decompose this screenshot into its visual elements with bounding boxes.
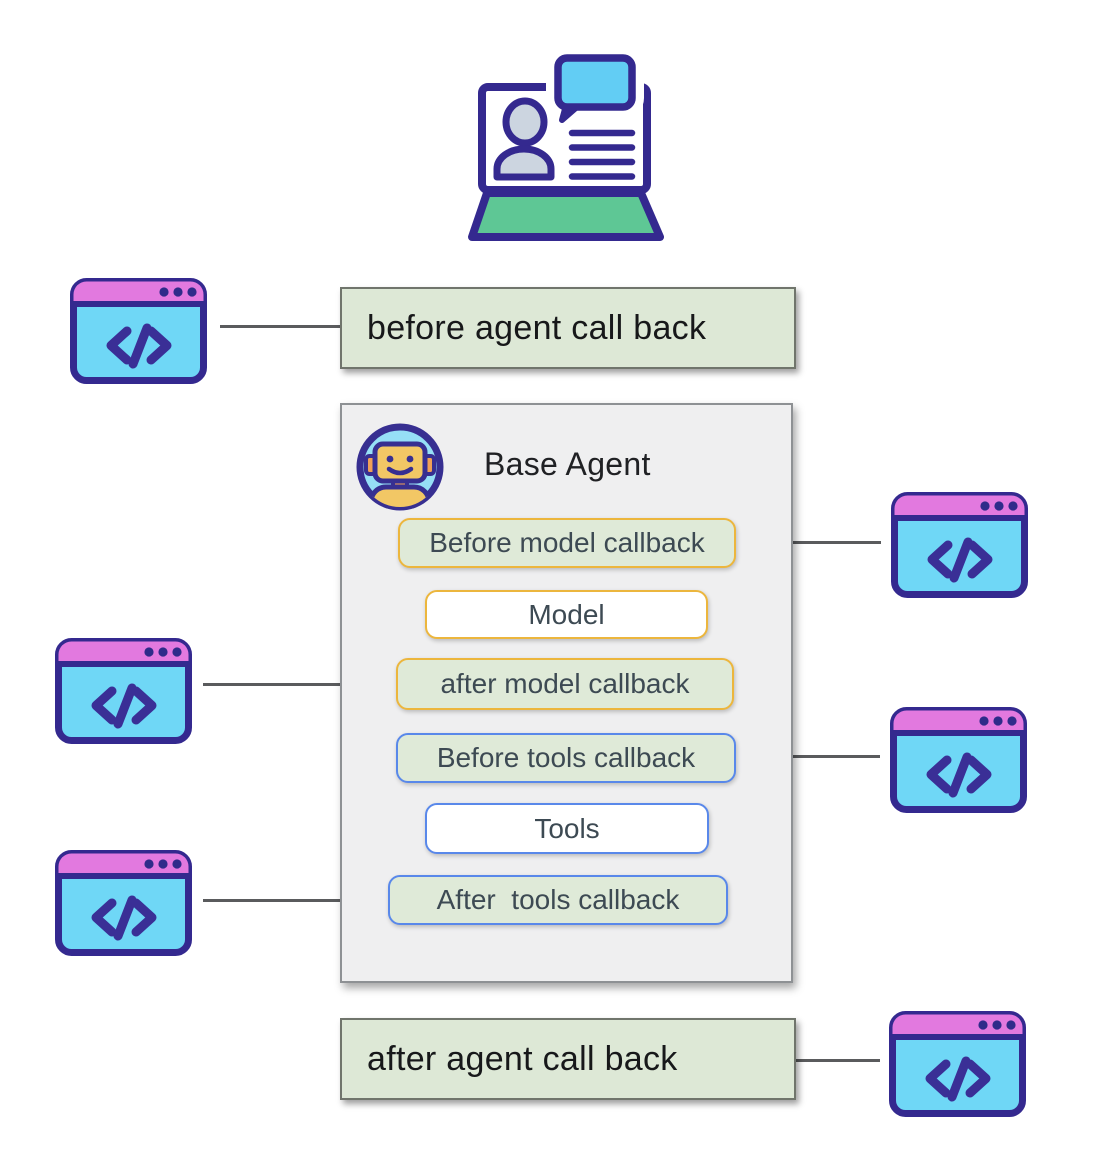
user-chat-laptop-icon xyxy=(468,46,664,241)
model-box: Model xyxy=(425,590,708,639)
code-window-svg xyxy=(55,850,192,956)
window-dots-icon xyxy=(144,647,182,657)
before-tools-callback-box: Before tools callback xyxy=(396,733,736,783)
code-window-svg xyxy=(70,278,207,384)
code-window-svg xyxy=(891,492,1028,598)
titlebar-divider xyxy=(58,661,189,667)
code-window-icon-before-model xyxy=(891,492,1028,598)
connector-line-before-model xyxy=(735,541,881,544)
code-window-icon-after-model xyxy=(55,638,192,744)
before-agent-callback-label: before agent call back xyxy=(367,308,707,347)
before-model-callback-label: Before model callback xyxy=(429,527,705,558)
code-window-icon-after-agent xyxy=(889,1011,1026,1117)
after-tools-callback-label: After tools callback xyxy=(436,884,680,915)
base-agent-title: Base Agent xyxy=(484,446,651,482)
code-window-svg xyxy=(55,638,192,744)
before-tools-callback-label: Before tools callback xyxy=(436,742,696,773)
code-window-svg xyxy=(889,1011,1026,1117)
text-lines-icon xyxy=(568,129,636,180)
titlebar-divider xyxy=(892,1034,1023,1040)
titlebar-divider xyxy=(73,301,204,307)
tools-box: Tools xyxy=(425,803,709,854)
person-avatar-icon xyxy=(493,97,555,181)
laptop-base xyxy=(468,189,664,241)
window-titlebar xyxy=(58,853,189,874)
window-dots-icon xyxy=(144,859,182,869)
connector-line-before-agent xyxy=(220,325,340,328)
code-glyph-icon xyxy=(927,537,993,583)
window-titlebar xyxy=(894,495,1025,516)
speech-bubble-icon xyxy=(546,46,644,131)
titlebar-divider xyxy=(894,515,1025,521)
window-dots-icon xyxy=(980,501,1018,511)
before-agent-callback-box: before agent call back xyxy=(340,287,796,369)
after-agent-callback-label: after agent call back xyxy=(367,1039,678,1078)
connector-line-after-agent xyxy=(796,1059,880,1062)
titlebar-divider xyxy=(58,873,189,879)
code-glyph-icon xyxy=(106,323,172,369)
after-model-callback-label: after model callback xyxy=(440,668,690,699)
model-label: Model xyxy=(528,598,605,630)
connector-line-after-tools xyxy=(203,899,388,902)
connector-line-after-model xyxy=(203,683,396,686)
window-titlebar xyxy=(892,1014,1023,1035)
code-window-icon-before-tools xyxy=(890,707,1027,813)
code-glyph-icon xyxy=(926,752,992,798)
robot-head xyxy=(372,441,428,484)
code-glyph-icon xyxy=(925,1056,991,1102)
titlebar-divider xyxy=(893,730,1024,736)
window-dots-icon xyxy=(159,287,197,297)
code-window-svg xyxy=(890,707,1027,813)
robot-agent-icon xyxy=(356,423,444,511)
connector-line-before-tools xyxy=(735,755,880,758)
code-glyph-icon xyxy=(91,895,157,941)
after-tools-callback-box: After tools callback xyxy=(388,875,728,925)
window-dots-icon xyxy=(978,1020,1016,1030)
code-window-icon-before-agent xyxy=(70,278,207,384)
after-agent-callback-box: after agent call back xyxy=(340,1018,796,1100)
before-model-callback-box: Before model callback xyxy=(398,518,736,568)
after-model-callback-box: after model callback xyxy=(396,658,734,710)
code-glyph-icon xyxy=(91,683,157,729)
window-titlebar xyxy=(73,281,204,302)
window-titlebar xyxy=(58,641,189,662)
window-titlebar xyxy=(893,710,1024,731)
code-window-icon-after-tools xyxy=(55,850,192,956)
window-dots-icon xyxy=(979,716,1017,726)
robot-smile xyxy=(386,466,414,476)
tools-label: Tools xyxy=(534,812,600,844)
